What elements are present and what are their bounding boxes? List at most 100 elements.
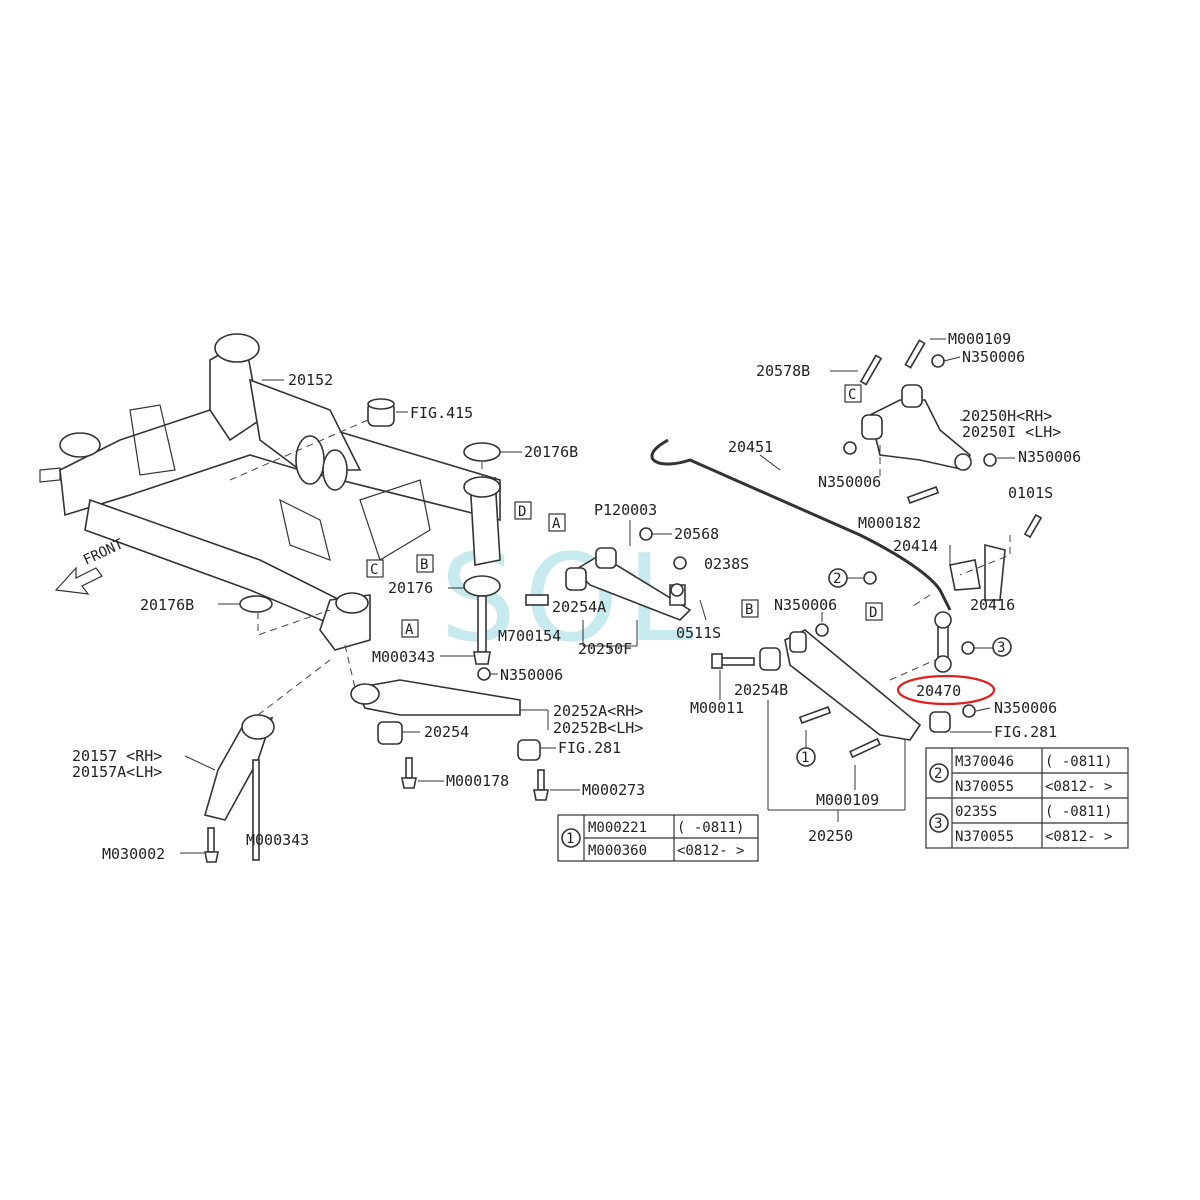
stabilizer-link [934, 611, 952, 673]
ref-circle-2: 2 [828, 568, 848, 588]
label-m700154: M700154 [498, 627, 561, 645]
table1-part-2: M000360 [588, 843, 647, 859]
label-0238s: 0238S [704, 555, 749, 573]
label-0101s: 0101S [1008, 484, 1053, 502]
label-n350006-c: N350006 [818, 473, 881, 491]
bolt-m000182 [906, 486, 940, 504]
stabilizer-bar [650, 438, 1006, 611]
label-20470: 20470 [916, 682, 961, 700]
svg-text:2: 2 [833, 571, 841, 587]
upper-control-arm [861, 384, 972, 471]
table23-range-4: <0812- > [1045, 829, 1112, 845]
svg-text:C: C [848, 387, 856, 403]
table-ref-1: 1 M000221 ( -0811) M000360 <0812- > [557, 814, 759, 862]
label-p120003: P120003 [594, 501, 657, 519]
label-20254a: 20254A [552, 598, 606, 616]
lower-lateral-link [350, 679, 541, 761]
svg-text:3: 3 [997, 640, 1005, 656]
bolt-m00011 [711, 653, 755, 669]
label-20157a: 20157A<LH> [72, 763, 162, 781]
label-20254: 20254 [424, 723, 469, 741]
svg-text:2: 2 [934, 766, 942, 782]
callout-d-right: D [865, 602, 883, 621]
table23-part-4: N370055 [955, 829, 1014, 845]
ref-circle-3: 3 [992, 637, 1012, 657]
label-20451: 20451 [728, 438, 773, 456]
label-n350006-a: N350006 [500, 666, 563, 684]
table23-range-3: ( -0811) [1045, 804, 1112, 820]
label-0511s: 0511S [676, 624, 721, 642]
front-direction-arrow: FRONT [54, 536, 126, 595]
label-20414: 20414 [893, 537, 938, 555]
label-20176b-top: 20176B [524, 443, 578, 461]
table1-range-2: <0812- > [677, 843, 744, 859]
mount-stopper-top [463, 442, 501, 462]
table23-range-1: ( -0811) [1045, 754, 1112, 770]
rear-crossmember [39, 333, 501, 651]
label-20250h: 20250H<RH> [962, 407, 1052, 425]
label-m000178: M000178 [446, 772, 509, 790]
table23-range-2: <0812- > [1045, 779, 1112, 795]
label-m000182: M000182 [858, 514, 921, 532]
label-20250i: 20250I <LH> [962, 423, 1061, 441]
svg-text:D: D [518, 504, 526, 520]
callout-d-left: D [514, 501, 532, 520]
label-20578b: 20578B [756, 362, 810, 380]
mount-stopper-left [239, 595, 273, 613]
label-20250: 20250 [808, 827, 853, 845]
label-20252a: 20252A<RH> [553, 702, 643, 720]
label-20152: 20152 [288, 371, 333, 389]
svg-text:D: D [869, 605, 877, 621]
label-m000109-a: M000109 [948, 330, 1011, 348]
bolt-m000273 [533, 769, 549, 801]
svg-text:A: A [405, 622, 414, 638]
label-20254b: 20254B [734, 681, 788, 699]
callout-c-left: C [366, 559, 384, 578]
svg-text:A: A [552, 516, 561, 532]
bolt-m000178 [401, 757, 417, 789]
table23-part-1: M370046 [955, 754, 1014, 770]
mount-bushing [463, 575, 501, 665]
label-20252b: 20252B<LH> [553, 719, 643, 737]
table23-part-3: 0235S [955, 804, 997, 820]
svg-text:3: 3 [934, 816, 942, 832]
svg-text:1: 1 [801, 750, 809, 766]
label-20176b-left: 20176B [140, 596, 194, 614]
label-20157: 20157 <RH> [72, 747, 162, 765]
bolt-20578b [859, 354, 883, 386]
highlight-ellipse-20470 [896, 674, 996, 706]
svg-text:B: B [420, 557, 428, 573]
callout-b-right: B [741, 599, 759, 618]
table-ref-2-3: 2 3 M370046 ( -0811) N370055 <0812- > 02… [925, 747, 1129, 849]
svg-text:1: 1 [566, 831, 574, 847]
label-m000343-a: M000343 [372, 648, 435, 666]
table1-part-1: M000221 [588, 820, 647, 836]
label-n350006-e: N350006 [774, 596, 837, 614]
label-fig281-b: FIG.281 [994, 723, 1057, 741]
label-fig281-a: FIG.281 [558, 739, 621, 757]
washer [477, 667, 491, 681]
label-m000343-b: M000343 [246, 831, 309, 849]
front-label: FRONT [81, 536, 126, 569]
ref-circle-1: 1 [796, 747, 816, 767]
label-m000109-b: M000109 [816, 791, 879, 809]
callout-a-left: A [401, 619, 419, 638]
table1-range-1: ( -0811) [677, 820, 744, 836]
crossmember-bushing [367, 398, 395, 427]
callout-c-right: C [844, 384, 862, 403]
svg-text:B: B [745, 602, 753, 618]
bolt-m000109-lower [849, 737, 881, 759]
label-20176: 20176 [388, 579, 433, 597]
bolt-m000109-top [904, 339, 926, 369]
lower-control-arm [759, 629, 922, 741]
label-n350006-d: N350006 [1018, 448, 1081, 466]
label-20416: 20416 [970, 596, 1015, 614]
label-fig415: FIG.415 [410, 404, 473, 422]
label-20250f: 20250F [578, 640, 632, 658]
upper-lateral-link [525, 547, 692, 621]
label-m030002: M030002 [102, 845, 165, 863]
bolt-ref1 [798, 706, 832, 724]
table23-part-2: N370055 [955, 779, 1014, 795]
